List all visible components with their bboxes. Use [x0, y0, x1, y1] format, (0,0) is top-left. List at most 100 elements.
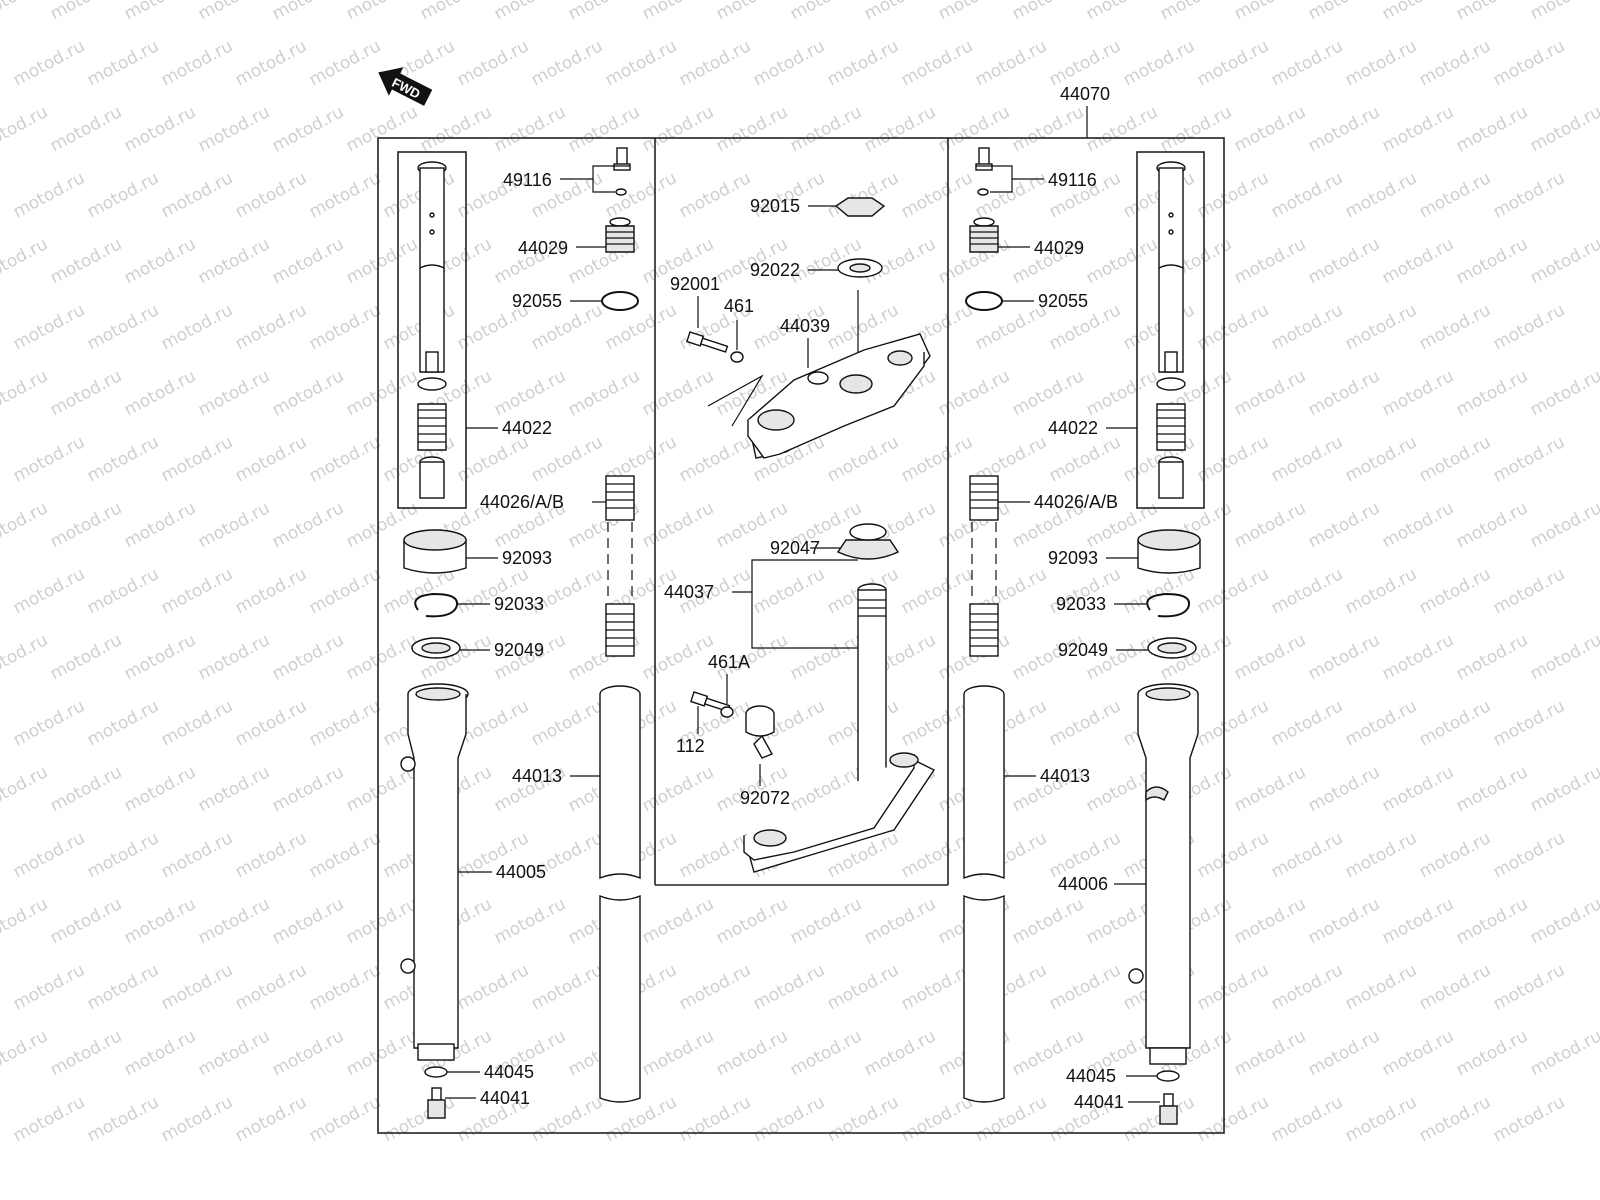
watermark-text: motod.ru	[47, 234, 125, 288]
watermark-text: motod.ru	[1194, 828, 1272, 882]
watermark-text: motod.ru	[1379, 1026, 1457, 1080]
watermark-text: motod.ru	[528, 696, 606, 750]
watermark-text: motod.ru	[10, 564, 88, 618]
watermark-text: motod.ru	[1268, 300, 1346, 354]
watermark-text: motod.ru	[1342, 432, 1420, 486]
watermark-text: motod.ru	[158, 432, 236, 486]
watermark-text: motod.ru	[1416, 1092, 1494, 1146]
watermark-text: motod.ru	[1009, 0, 1087, 24]
label-92049-right: 92049	[1058, 640, 1108, 660]
fork-spring-left	[605, 475, 635, 657]
watermark-text: motod.ru	[1379, 630, 1457, 684]
watermark-text: motod.ru	[1268, 564, 1346, 618]
watermark-text: motod.ru	[269, 762, 347, 816]
o-ring-left	[601, 291, 639, 311]
outer-tube-left	[400, 683, 469, 1061]
watermark-text: motod.ru	[158, 828, 236, 882]
watermark-text: motod.ru	[1231, 102, 1309, 156]
watermark-text: motod.ru	[602, 168, 680, 222]
watermark-text: motod.ru	[306, 36, 384, 90]
watermark-text: motod.ru	[676, 36, 754, 90]
watermark-text: motod.ru	[824, 960, 902, 1014]
watermark-text: motod.ru	[195, 0, 273, 24]
right-inner-frame	[1136, 151, 1205, 509]
brake-hose-clamp	[745, 705, 775, 759]
watermark-text: motod.ru	[232, 564, 310, 618]
oil-seal-right	[1147, 637, 1197, 659]
watermark-text: motod.ru	[1194, 1092, 1272, 1146]
watermark-text: motod.ru	[824, 432, 902, 486]
watermark-text: motod.ru	[1416, 300, 1494, 354]
watermark-text: motod.ru	[158, 564, 236, 618]
watermark-text: motod.ru	[1120, 1092, 1198, 1146]
watermark-text: motod.ru	[1453, 498, 1531, 552]
watermark-text: motod.ru	[269, 498, 347, 552]
watermark-text: motod.ru	[750, 1092, 828, 1146]
watermark-text: motod.ru	[47, 762, 125, 816]
watermark-text: motod.ru	[1194, 564, 1272, 618]
watermark-text: motod.ru	[1305, 0, 1383, 24]
watermark-text: motod.ru	[1305, 630, 1383, 684]
watermark-text: motod.ru	[84, 432, 162, 486]
label-49116-left: 49116	[503, 170, 552, 190]
watermark-text: motod.ru	[195, 630, 273, 684]
watermark-text: motod.ru	[1416, 564, 1494, 618]
damper-rod-right	[1156, 161, 1186, 499]
watermark-text: motod.ru	[639, 1026, 717, 1080]
watermark-text: motod.ru	[1490, 36, 1568, 90]
outer-tube-right	[1128, 683, 1199, 1065]
watermark-text: motod.ru	[1046, 36, 1124, 90]
label-44026-left: 44026/A/B	[480, 492, 564, 512]
watermark-text: motod.ru	[269, 630, 347, 684]
watermark-text: motod.ru	[417, 0, 495, 24]
watermark-text: motod.ru	[1268, 960, 1346, 1014]
watermark-text: motod.ru	[1453, 1026, 1531, 1080]
watermark-text: motod.ru	[1194, 36, 1272, 90]
watermark-text: motod.ru	[565, 0, 643, 24]
watermark-text: motod.ru	[787, 102, 865, 156]
watermark-text: motod.ru	[1231, 234, 1309, 288]
watermark-text: motod.ru	[269, 234, 347, 288]
watermark-text: motod.ru	[1453, 366, 1531, 420]
lock-washer-461	[730, 351, 744, 363]
watermark-layer: motod.ru motod.ru motod.ru motod.ru motod.ru…	[0, 0, 1600, 1146]
watermark-text: motod.ru	[491, 0, 569, 24]
watermark-text: motod.ru	[676, 828, 754, 882]
drain-bolt-right	[1159, 1093, 1178, 1125]
label-44029-left: 44029	[518, 238, 568, 258]
label-44013-right: 44013	[1040, 766, 1090, 786]
lock-washer-461a	[720, 706, 734, 718]
label-92022: 92022	[750, 260, 800, 280]
watermark-text: motod.ru	[1231, 498, 1309, 552]
label-461A: 461A	[708, 652, 750, 672]
watermark-text: motod.ru	[84, 828, 162, 882]
watermark-text: motod.ru	[1194, 432, 1272, 486]
watermark-text: motod.ru	[1379, 762, 1457, 816]
watermark-text: motod.ru	[158, 300, 236, 354]
watermark-text: motod.ru	[195, 102, 273, 156]
watermark-text: motod.ru	[1416, 36, 1494, 90]
watermark-text: motod.ru	[84, 36, 162, 90]
watermark-text: motod.ru	[343, 630, 421, 684]
watermark-text: motod.ru	[491, 366, 569, 420]
watermark-text: motod.ru	[676, 432, 754, 486]
watermark-text: motod.ru	[454, 960, 532, 1014]
watermark-text: motod.ru	[787, 1026, 865, 1080]
watermark-text: motod.ru	[232, 696, 310, 750]
watermark-text: motod.ru	[380, 168, 458, 222]
watermark-text: motod.ru	[10, 1092, 88, 1146]
watermark-text: motod.ru	[1009, 894, 1087, 948]
watermark-text: motod.ru	[121, 0, 199, 24]
left-inner-frame	[397, 151, 467, 509]
watermark-text: motod.ru	[1305, 1026, 1383, 1080]
watermark-text: motod.ru	[195, 1026, 273, 1080]
watermark-text: motod.ru	[1527, 366, 1600, 420]
label-92055-left: 92055	[512, 291, 562, 311]
watermark-text: motod.ru	[306, 300, 384, 354]
watermark-text: motod.ru	[639, 630, 717, 684]
watermark-text: motod.ru	[121, 366, 199, 420]
label-92047: 92047	[770, 538, 820, 558]
watermark-text: motod.ru	[121, 762, 199, 816]
assembly-label-44070: 44070	[1060, 84, 1110, 104]
